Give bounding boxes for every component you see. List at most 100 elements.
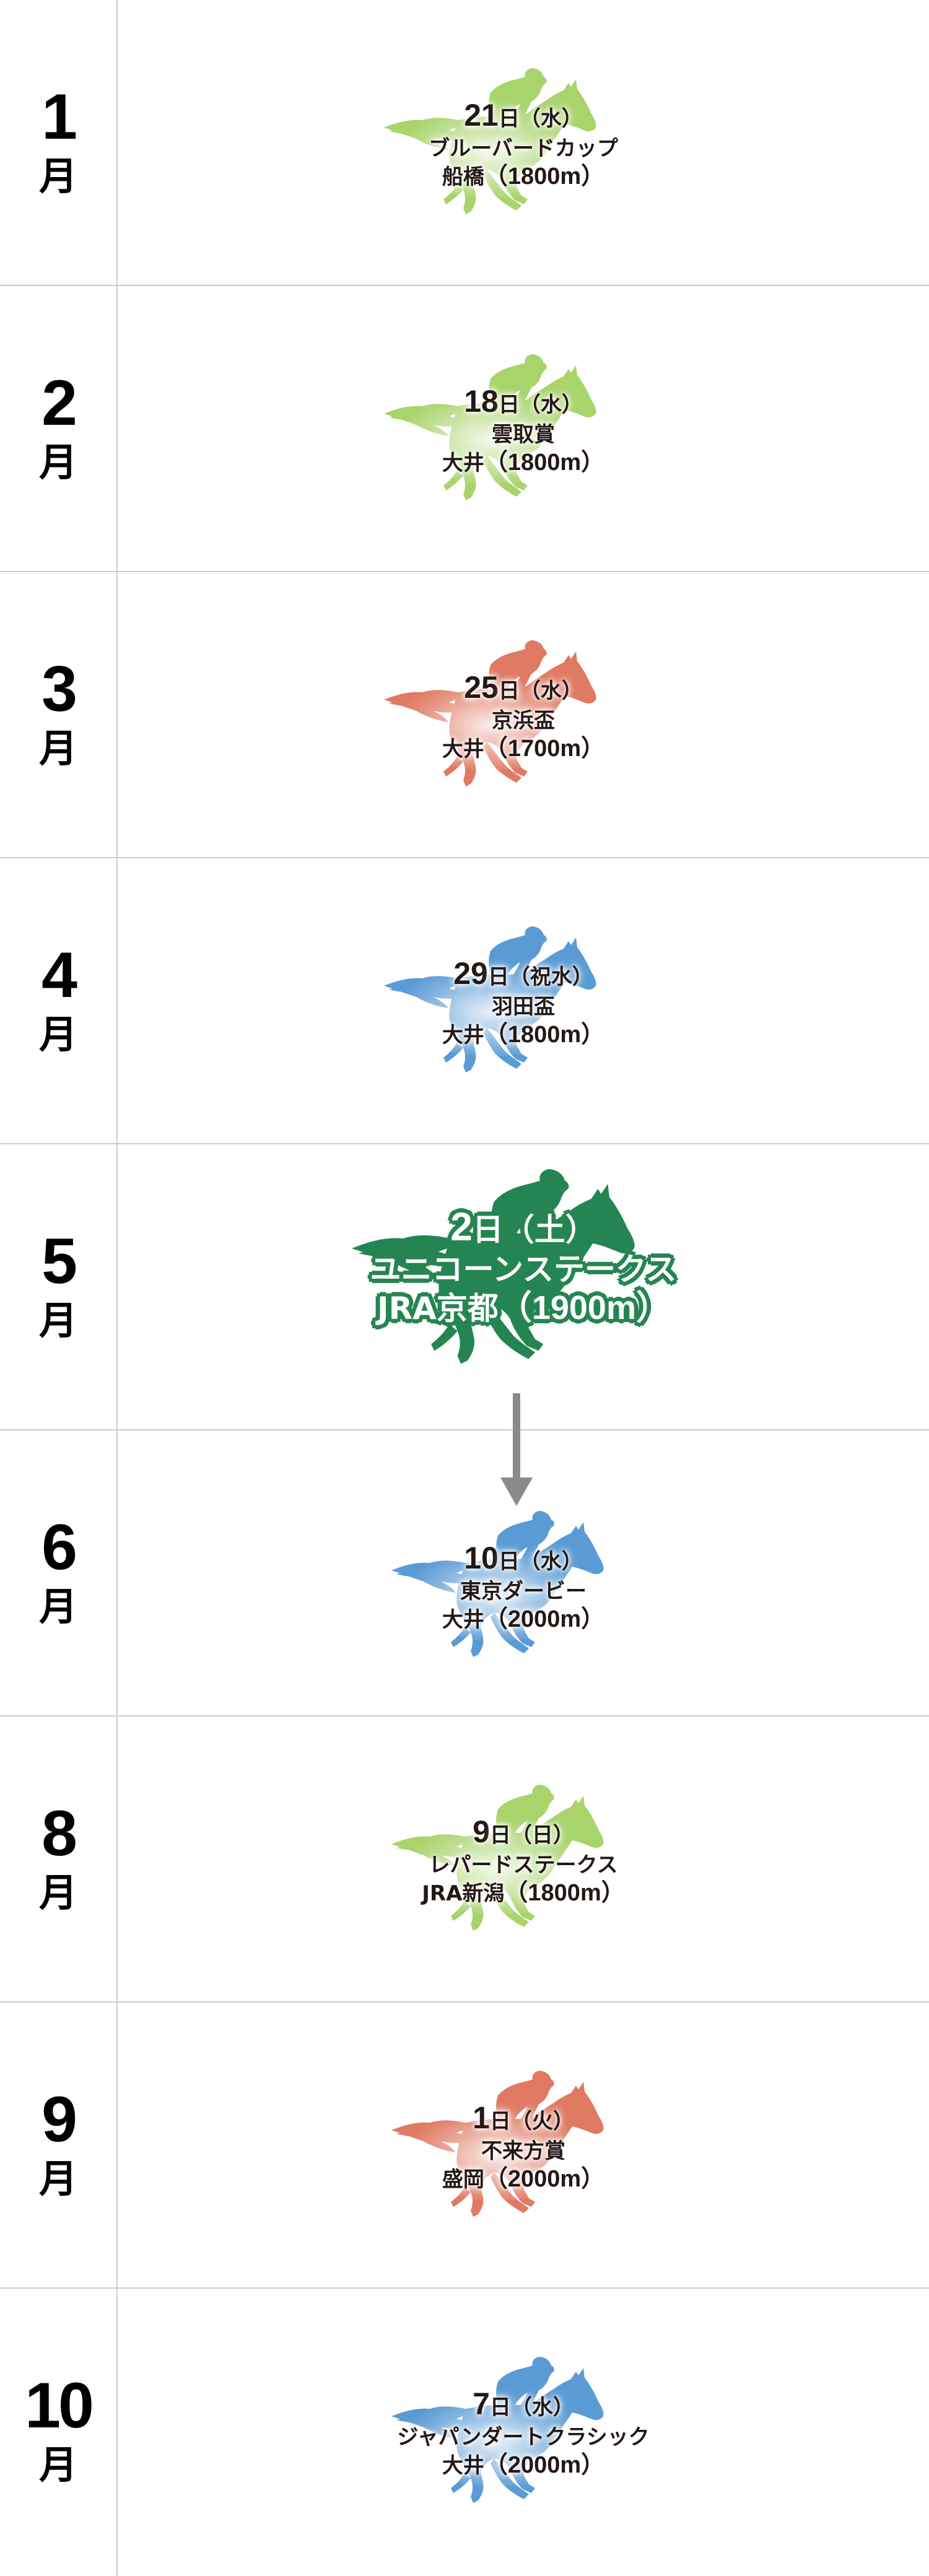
- row-divider: [0, 571, 929, 572]
- month-unit: 月: [38, 2156, 77, 2201]
- month-unit: 月: [38, 1298, 77, 1343]
- race-event-text: 10日（水） 東京ダービー 大井（2000m）: [118, 1542, 929, 1634]
- race-event[interactable]: 18日（水） 雲取賞 大井（1800m）: [118, 286, 929, 572]
- month-number: 4: [41, 939, 77, 1011]
- month-unit: 月: [38, 726, 77, 771]
- race-day: 10: [464, 1541, 499, 1575]
- race-name: レパードステークス: [429, 1853, 618, 1878]
- row-divider: [0, 1429, 929, 1430]
- month-label: 4 月: [0, 858, 116, 1144]
- race-distance: （1800m）: [484, 163, 605, 189]
- race-date: 10日（水）: [118, 1542, 929, 1578]
- race-event[interactable]: 7日（水） ジャパンダートクラシック 大井（2000m）: [118, 2289, 929, 2575]
- arrow-down-icon: [500, 1393, 533, 1506]
- race-name: ユニコーンステークス: [370, 1251, 677, 1287]
- schedule-row-feb: 2 月 18日（水） 雲取賞 大井（1800m）: [0, 286, 929, 572]
- row-divider: [0, 285, 929, 286]
- race-weekday: （水）: [519, 679, 583, 703]
- month-label: 5 月: [0, 1144, 116, 1430]
- race-day: 18: [464, 384, 499, 419]
- race-distance: （1800m）: [484, 450, 605, 476]
- race-date: 2日（土）: [118, 1206, 929, 1250]
- race-distance: （1800m）: [484, 1022, 605, 1048]
- race-day: 1: [473, 2100, 490, 2135]
- row-divider: [0, 1715, 929, 1717]
- race-event-text: 18日（水） 雲取賞 大井（1800m）: [118, 385, 929, 477]
- race-date: 7日（水）: [118, 2388, 929, 2424]
- race-name: ジャパンダートクラシック: [397, 2425, 650, 2450]
- month-label: 3 月: [0, 572, 116, 858]
- month-number: 9: [41, 2084, 77, 2156]
- month-label: 9 月: [0, 2003, 116, 2289]
- race-venue: 大井（1800m）: [118, 1021, 929, 1050]
- horse-jockey-icon: [391, 1785, 605, 1933]
- schedule-row-jun: 6 月 10日（水） 東京ダービー 大井（2000m）: [0, 1430, 929, 1717]
- race-venue: JRA新潟（1800m）: [118, 1879, 929, 1908]
- row-divider: [0, 2287, 929, 2289]
- race-event[interactable]: 21日（水） ブルーバードカップ 船橋（1800m）: [118, 0, 929, 286]
- race-event-text: 25日（水） 京浜盃 大井（1700m）: [118, 671, 929, 764]
- venue-name: 大井: [442, 1023, 484, 1048]
- month-number: 10: [25, 2370, 94, 2442]
- race-day: 25: [464, 670, 499, 705]
- race-event[interactable]: 25日（水） 京浜盃 大井（1700m）: [118, 572, 929, 858]
- race-venue: JRA京都（1900m）: [118, 1289, 929, 1328]
- race-date: 25日（水）: [118, 671, 929, 707]
- race-day: 2: [450, 1204, 473, 1249]
- race-venue: 船橋（1800m）: [118, 163, 929, 191]
- month-label: 1 月: [0, 0, 116, 286]
- row-divider: [0, 2001, 929, 2003]
- schedule-row-oct: 10 月 7日（水） ジャパンダートクラシック 大井（2000m）: [0, 2289, 929, 2576]
- month-unit: 月: [38, 154, 77, 199]
- month-label: 10 月: [0, 2289, 116, 2575]
- race-weekday: （水）: [519, 1549, 583, 1574]
- race-day: 9: [473, 1814, 490, 1849]
- race-distance: （2000m）: [484, 2452, 605, 2478]
- race-weekday: （土）: [503, 1212, 596, 1248]
- race-event-text: 7日（水） ジャパンダートクラシック 大井（2000m）: [118, 2388, 929, 2480]
- race-venue: 盛岡（2000m）: [118, 2165, 929, 2194]
- day-unit: 日: [489, 2395, 511, 2420]
- race-distance: （1900m）: [498, 1289, 669, 1326]
- race-event-text: 21日（水） ブルーバードカップ 船橋（1800m）: [118, 99, 929, 191]
- race-date: 1日（火）: [118, 2102, 929, 2138]
- race-date: 18日（水）: [118, 385, 929, 421]
- race-date: 21日（水）: [118, 99, 929, 135]
- month-unit: 月: [38, 1870, 77, 1915]
- day-unit: 日: [498, 393, 520, 417]
- venue-name: 大井: [442, 2453, 484, 2478]
- month-number: 5: [41, 1225, 77, 1297]
- day-unit: 日: [489, 1823, 511, 1848]
- race-weekday: （水）: [519, 107, 583, 131]
- day-unit: 日: [489, 2109, 511, 2134]
- race-event-text: 1日（火） 不来方賞 盛岡（2000m）: [118, 2102, 929, 2194]
- venue-name: 船橋: [442, 165, 484, 189]
- race-event-text: 2日（土） ユニコーンステークス JRA京都（1900m）: [118, 1206, 929, 1328]
- race-event-text: 9日（日） レパードステークス JRA新潟（1800m）: [118, 1816, 929, 1908]
- day-unit: 日: [487, 965, 509, 990]
- race-name: 羽田盃: [492, 994, 555, 1019]
- month-unit: 月: [38, 1584, 77, 1629]
- race-weekday: （祝水）: [508, 965, 593, 990]
- month-label: 8 月: [0, 1717, 116, 2003]
- race-event[interactable]: 1日（火） 不来方賞 盛岡（2000m）: [118, 2003, 929, 2289]
- race-distance: （1700m）: [484, 736, 605, 762]
- race-venue: 大井（1800m）: [118, 449, 929, 477]
- race-name: 京浜盃: [492, 708, 555, 733]
- month-number: 1: [41, 81, 77, 153]
- race-name: ブルーバードカップ: [429, 136, 618, 161]
- race-day: 29: [453, 956, 488, 991]
- race-event[interactable]: 29日（祝水） 羽田盃 大井（1800m）: [118, 858, 929, 1144]
- featured-race-event[interactable]: 2日（土） ユニコーンステークス JRA京都（1900m）: [118, 1144, 929, 1430]
- day-unit: 日: [498, 107, 520, 131]
- race-weekday: （水）: [510, 2395, 574, 2420]
- horse-jockey-icon: [384, 640, 598, 789]
- race-venue: 大井（1700m）: [118, 735, 929, 764]
- race-event[interactable]: 10日（水） 東京ダービー 大井（2000m）: [118, 1430, 929, 1717]
- month-column-divider: [116, 0, 118, 2576]
- race-weekday: （水）: [519, 393, 583, 417]
- row-divider: [0, 857, 929, 858]
- horse-jockey-icon: [391, 2357, 605, 2505]
- race-event[interactable]: 9日（日） レパードステークス JRA新潟（1800m）: [118, 1717, 929, 2003]
- arrow-head: [500, 1477, 533, 1506]
